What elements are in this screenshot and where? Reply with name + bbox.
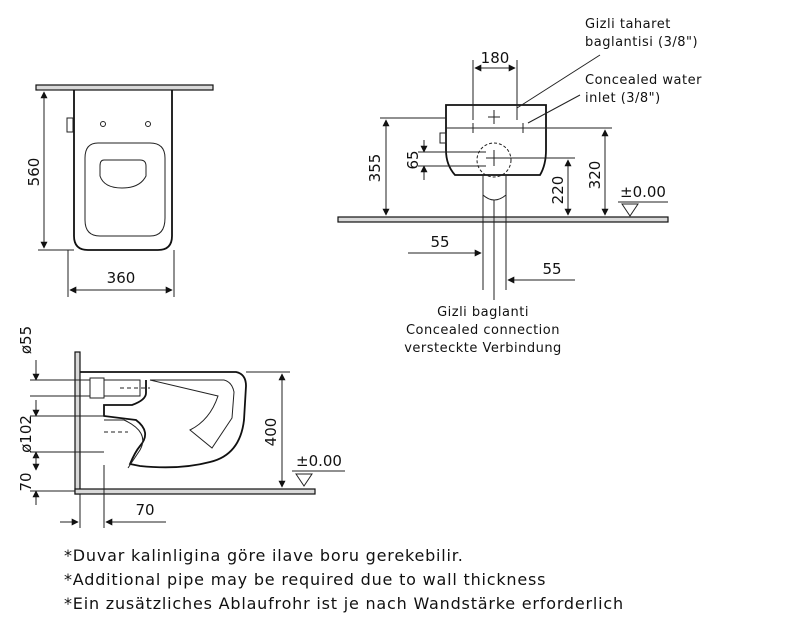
dim-diameter-102: ø102 <box>17 415 35 453</box>
front-view: 180 Gizli taharet baglantisi (3/8") Conc… <box>337 17 702 356</box>
seat-outline <box>84 142 166 237</box>
dim-height-400: 400 <box>262 418 280 447</box>
level-front: ±0.00 <box>620 183 666 201</box>
dim-depth-560: 560 <box>25 158 43 187</box>
pipe-connector <box>103 379 141 397</box>
bowl-outline-top <box>73 90 173 251</box>
fixing-hole-left <box>100 121 106 127</box>
dim-diameter-55: ø55 <box>17 326 35 354</box>
dim-height-320: 320 <box>586 161 604 190</box>
caption-connection-de: versteckte Verbindung <box>404 341 562 356</box>
drain-pipe <box>482 175 507 201</box>
drain-circle <box>476 142 512 178</box>
floor-strip <box>337 216 669 223</box>
dim-height-355: 355 <box>366 154 384 183</box>
wall-strip-side <box>74 351 81 495</box>
fixing-hole-right <box>145 121 151 127</box>
note-tr: *Duvar kalinligina göre ilave boru gerek… <box>64 546 464 565</box>
bowl-inner-side <box>149 379 235 449</box>
label-hygiene-tr-2: baglantisi (3/8") <box>585 35 698 50</box>
flush-opening <box>99 159 147 189</box>
note-de: *Ein zusätzliches Ablaufrohr ist je nach… <box>64 594 624 613</box>
dim-width-360: 360 <box>107 269 136 287</box>
dim-depth-70: 70 <box>135 501 154 519</box>
level-marker-side <box>295 473 313 487</box>
label-water-inlet-en-1: Concealed water <box>585 73 702 88</box>
dim-height-70: 70 <box>17 472 35 491</box>
level-marker-front <box>621 203 639 217</box>
level-side: ±0.00 <box>296 452 342 470</box>
label-hygiene-tr-1: Gizli taharet <box>585 17 671 32</box>
inlet-cross-left <box>468 123 478 133</box>
dim-height-65: 65 <box>404 150 422 169</box>
caption-connection-tr: Gizli baglanti <box>437 305 529 320</box>
top-view: 560 360 <box>25 84 214 297</box>
caption-connection-en: Concealed connection <box>406 323 560 338</box>
label-water-inlet-en-2: inlet (3/8") <box>585 91 661 106</box>
front-lug <box>439 132 447 144</box>
inlet-cross-right <box>518 123 528 133</box>
side-view: ø55 ø102 70 400 ±0.00 70 <box>17 326 345 528</box>
notes: *Duvar kalinligina göre ilave boru gerek… <box>64 546 624 613</box>
dim-height-220: 220 <box>549 176 567 205</box>
dim-spacing-180: 180 <box>481 49 510 67</box>
connection-cross-center <box>486 150 502 166</box>
note-en: *Additional pipe may be required due to … <box>64 570 546 589</box>
floor-strip-side <box>74 488 316 495</box>
dim-offset-left-55: 55 <box>430 233 449 251</box>
wall-strip-top <box>35 84 214 91</box>
pipe-upper <box>89 377 105 399</box>
bowl-outline-side <box>80 371 247 469</box>
inlet-cross-top <box>488 110 500 124</box>
front-body-outline <box>445 104 547 176</box>
mounting-lug <box>66 117 74 133</box>
trap-outline <box>104 419 144 469</box>
dim-offset-right-55: 55 <box>542 260 561 278</box>
